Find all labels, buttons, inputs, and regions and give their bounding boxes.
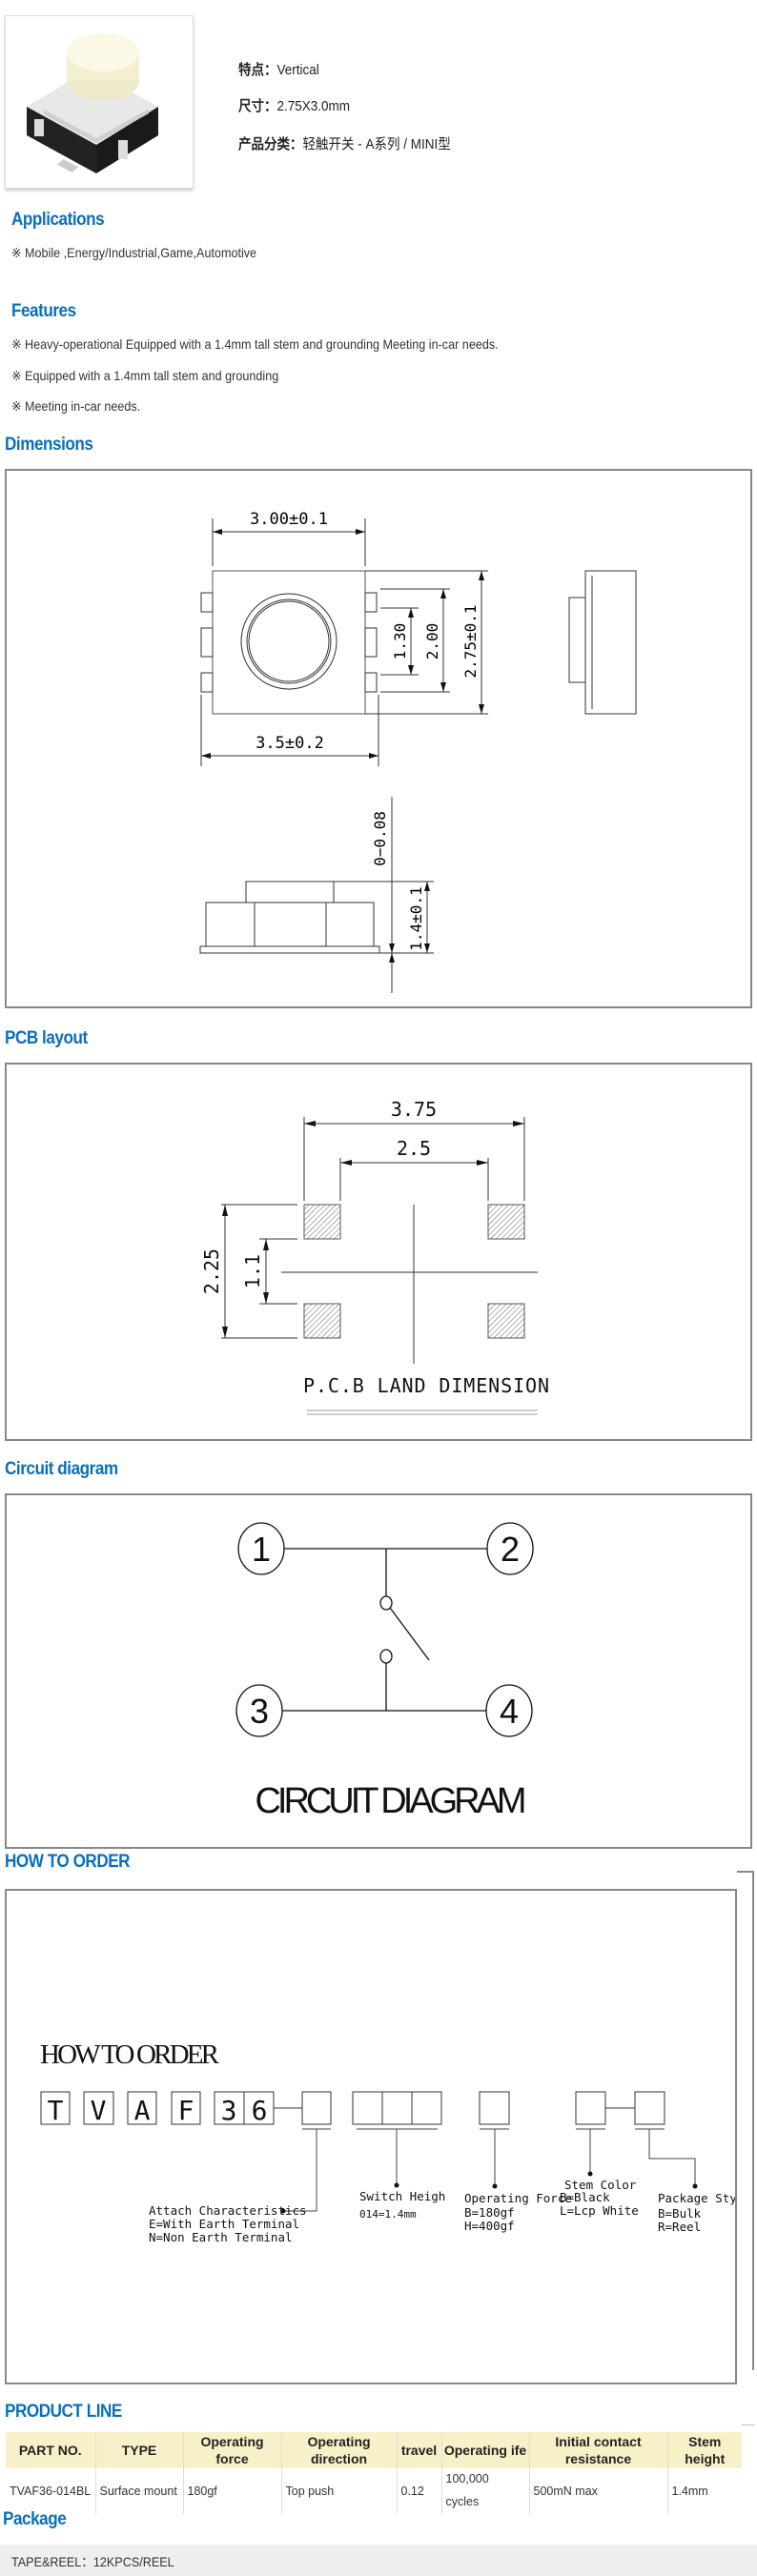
pcb-vertical-outer-label: 2.25	[200, 1248, 223, 1294]
cell-force: 180gf	[182, 2468, 281, 2514]
svg-text:3: 3	[221, 2095, 237, 2126]
dim-height-label: 1.4±0.1	[407, 886, 425, 950]
svg-text:R=Reel: R=Reel	[658, 2220, 701, 2234]
divider	[742, 2424, 755, 2425]
svg-text:B=Black: B=Black	[560, 2190, 610, 2204]
cell-travel: 0.12	[396, 2468, 441, 2514]
spec-feature: 特点：Vertical	[238, 62, 319, 78]
pcb-pad	[487, 1204, 525, 1240]
dim-130-label: 1.30	[391, 623, 409, 660]
col-direction: Operating direction	[280, 2432, 397, 2468]
circuit-caption: CIRCUIT DIAGRAM	[256, 1781, 527, 1821]
pin-3-label: 3	[250, 1692, 269, 1731]
col-type: TYPE	[94, 2432, 183, 2468]
order-heading: HOW TO ORDER	[5, 1852, 131, 1872]
col-stem-height: Stem height	[666, 2432, 742, 2468]
pcb-drawing: 3.75 2.5 2.25 1.1 P.C.B LAND DIMENSION	[5, 1063, 752, 1441]
pcb-outer-label: 3.75	[391, 1098, 437, 1121]
col-force: Operating force	[182, 2432, 281, 2468]
dimensions-drawing: 3.00±0.1 3.5±0.2 1.30 2.00 2.75±0.1 0−0.…	[5, 469, 752, 1008]
table-header-row: PART NO. TYPE Operating force Operating …	[6, 2432, 742, 2468]
pin-4-label: 4	[500, 1692, 519, 1731]
package-heading: Package	[3, 2509, 67, 2529]
order-drawing: HOW TO ORDER T V A F 3 6	[5, 1889, 751, 2384]
svg-text:L=Lcp White: L=Lcp White	[560, 2203, 639, 2218]
package-text: TAPE&REEL：12KPCS/REEL	[11, 2554, 174, 2569]
order-frame-edge	[737, 1871, 754, 2370]
feature-item: ※ Equipped with a 1.4mm tall stem and gr…	[11, 368, 279, 383]
cell-life: 100,000 cycles	[440, 2468, 529, 2514]
spec-size: 尺寸：2.75X3.0mm	[238, 98, 351, 114]
package-style-label: Package Style	[658, 2191, 735, 2205]
dim-outer-width-label: 3.5±0.2	[256, 734, 324, 753]
col-life: Operating ife	[440, 2432, 529, 2468]
col-travel: travel	[396, 2432, 441, 2468]
attach-label: Attach Characteristics	[149, 2203, 307, 2218]
circuit-drawing: 1 2 3 4 CIRCUIT DIAGRAM	[5, 1493, 752, 1849]
svg-text:E=With Earth Terminal: E=With Earth Terminal	[149, 2217, 299, 2231]
features-heading: Features	[11, 301, 76, 321]
applications-item: ※ Mobile ,Energy/Industrial,Game,Automot…	[11, 245, 257, 260]
feature-item: ※ Heavy-operational Equipped with a 1.4m…	[11, 336, 499, 352]
switch-height-label: Switch Heigh	[359, 2189, 445, 2203]
dimension-labels: 3.00±0.1 3.5±0.2 1.30 2.00 2.75±0.1 0−0.…	[250, 510, 480, 951]
order-title: HOW TO ORDER	[40, 2039, 220, 2070]
svg-text:V: V	[91, 2095, 107, 2126]
svg-text:B=180gf: B=180gf	[464, 2205, 515, 2220]
applications-heading: Applications	[11, 210, 105, 230]
pcb-heading: PCB layout	[5, 1028, 88, 1048]
table-row: TVAF36-014BL Surface mount 180gf Top pus…	[6, 2468, 742, 2514]
pcb-pad	[303, 1303, 341, 1339]
pcb-pad	[303, 1204, 341, 1240]
dim-width-label: 3.00±0.1	[250, 510, 328, 529]
svg-text:A: A	[134, 2095, 151, 2126]
package-info: TAPE&REEL：12KPCS/REEL	[0, 2545, 757, 2576]
stem-color-label: Stem Color	[564, 2178, 637, 2192]
product-image	[5, 15, 194, 189]
product-line-table: PART NO. TYPE Operating force Operating …	[6, 2432, 742, 2514]
operating-force-label: Operating Force	[464, 2191, 572, 2205]
pcb-inner-label: 2.5	[397, 1137, 431, 1160]
cell-resistance: 500mN max	[528, 2468, 667, 2514]
code-boxes	[40, 2091, 665, 2125]
pcb-vertical-inner-label: 1.1	[241, 1254, 264, 1288]
pcb-pad	[487, 1303, 525, 1339]
feature-item: ※ Meeting in-car needs.	[11, 398, 141, 414]
svg-text:H=400gf: H=400gf	[464, 2219, 515, 2233]
pin-1-label: 1	[252, 1530, 271, 1569]
dim-275-label: 2.75±0.1	[461, 604, 480, 678]
dimensions-heading: Dimensions	[5, 435, 93, 455]
cell-stem-height: 1.4mm	[666, 2468, 742, 2514]
cell-part-no: TVAF36-014BL	[10, 2484, 92, 2498]
svg-text:F: F	[178, 2095, 194, 2126]
svg-text:014=1.4mm: 014=1.4mm	[359, 2208, 417, 2221]
product-line-heading: PRODUCT LINE	[5, 2402, 122, 2422]
circuit-heading: Circuit diagram	[5, 1459, 118, 1479]
pin-2-label: 2	[501, 1530, 520, 1569]
col-resistance: Initial contact resistance	[528, 2432, 667, 2468]
svg-text:T: T	[48, 2095, 64, 2126]
dim-200-label: 2.00	[423, 623, 441, 660]
spec-category: 产品分类：轻触开关 - A系列 / MINI型	[238, 136, 451, 152]
dim-gap-label: 0−0.08	[371, 811, 389, 866]
svg-text:6: 6	[252, 2095, 268, 2126]
switch-photo-icon	[27, 33, 158, 173]
cell-direction: Top push	[280, 2468, 397, 2514]
svg-text:B=Bulk: B=Bulk	[658, 2206, 702, 2221]
cell-type: Surface mount	[94, 2468, 183, 2514]
pcb-caption: P.C.B LAND DIMENSION	[303, 1374, 549, 1397]
svg-text:N=Non Earth Terminal: N=Non Earth Terminal	[149, 2230, 293, 2244]
col-part-no: PART NO.	[6, 2432, 95, 2468]
